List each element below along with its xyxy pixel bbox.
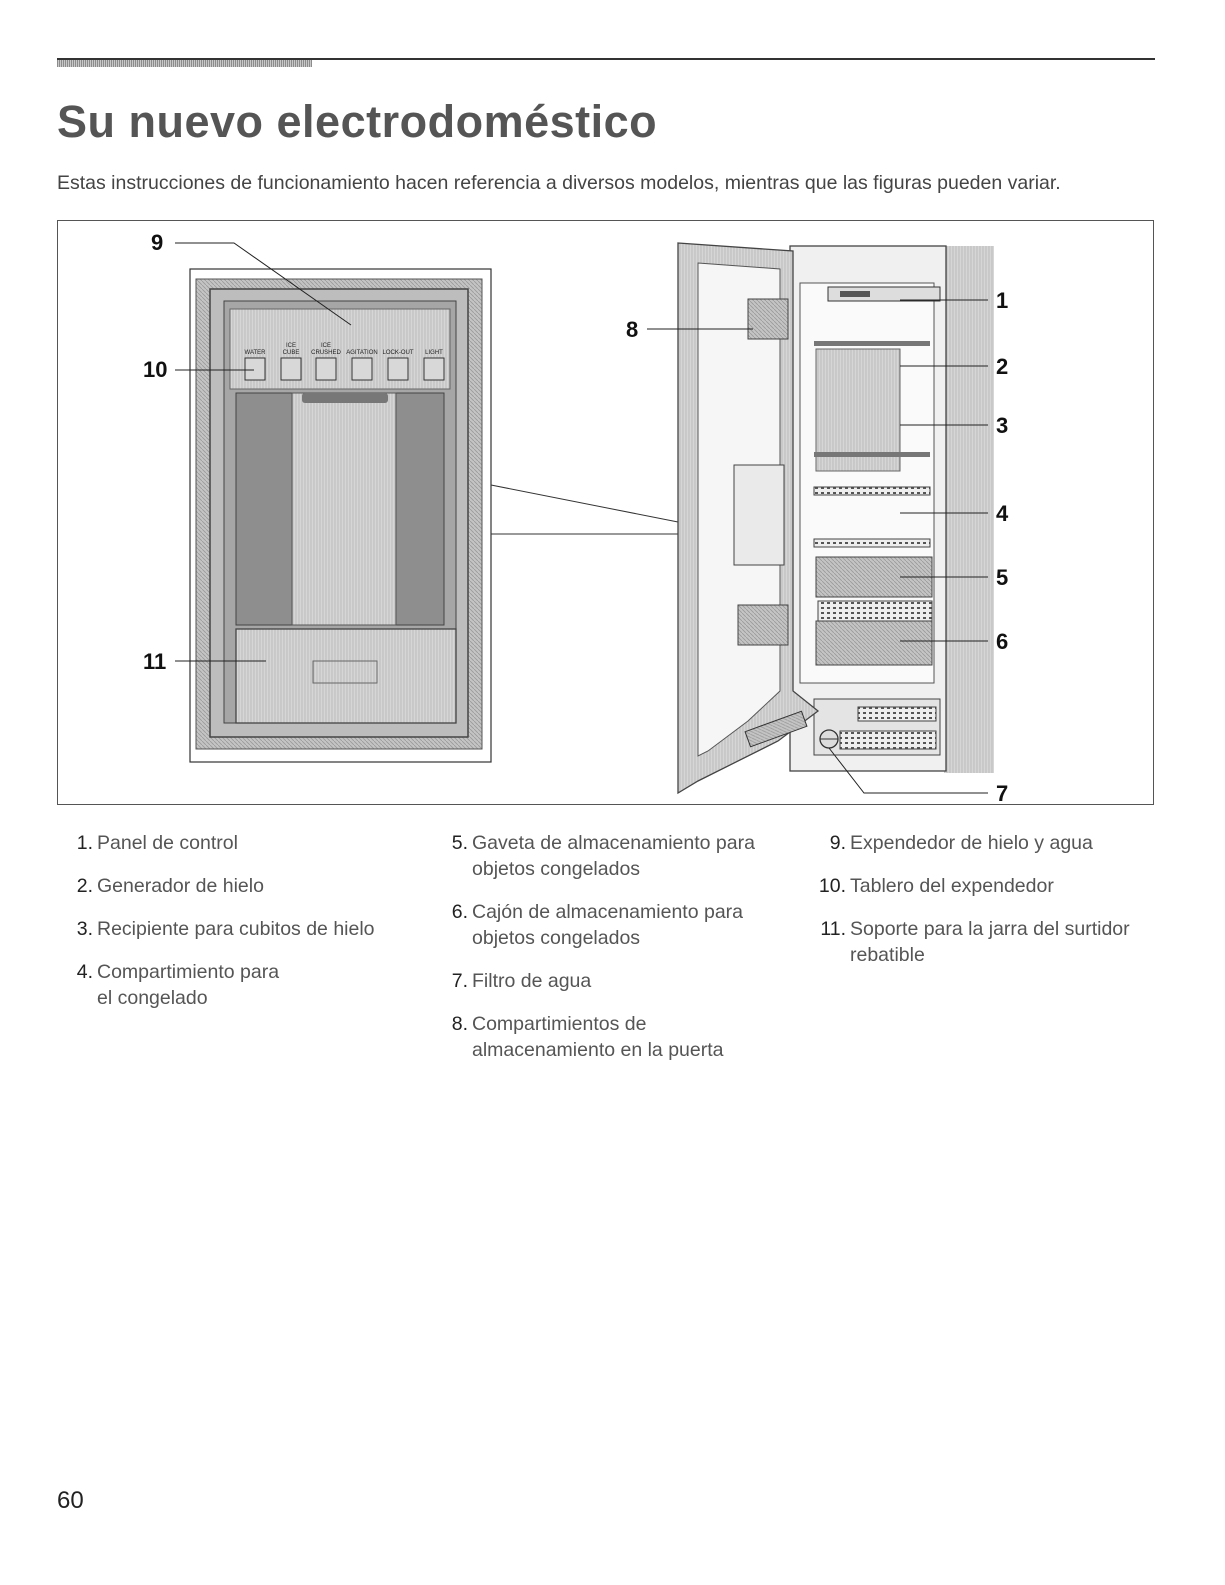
callout-8: 8 <box>626 317 638 342</box>
dispenser-button-label: ICE <box>286 343 296 349</box>
dispenser-detail: WATER ICE CUBE ICE CRUSHED AGITATION LOC… <box>189 268 492 763</box>
dispenser-button-agitation: AGITATION <box>346 350 378 381</box>
dispenser-button-light: LIGHT <box>423 350 445 381</box>
dispenser-button-label: CRUSHED <box>311 350 341 356</box>
dispenser-button-lock-out: LOCK-OUT <box>382 350 414 381</box>
callout-11: 11 <box>143 649 166 674</box>
dispenser-button-label: CUBE <box>283 350 300 356</box>
legend-item: 9.Expendedor de hielo y agua <box>829 832 1093 854</box>
page-title: Su nuevo electrodoméstico <box>57 96 658 147</box>
appliance-figure: WATER ICE CUBE ICE CRUSHED AGITATION LOC… <box>57 220 1154 806</box>
callout-7: 7 <box>996 781 1008 806</box>
intro-text: Estas instrucciones de funcionamiento ha… <box>57 172 1061 194</box>
legend-column-3: 9.Expendedor de hielo y agua 10.Tablero … <box>810 830 1180 985</box>
freezer-illustration <box>677 242 994 795</box>
dispenser-button-label: AGITATION <box>346 350 377 356</box>
dispenser-button-ice-cube: ICE CUBE <box>280 343 302 381</box>
callout-2: 2 <box>996 354 1008 379</box>
dispenser-button-ice-crushed: ICE CRUSHED <box>311 343 342 381</box>
callout-5: 5 <box>996 565 1008 590</box>
dispenser-button-label: WATER <box>245 350 267 356</box>
legend-item: 10.Tablero del expendedor <box>818 875 1054 897</box>
callout-3: 3 <box>996 413 1008 438</box>
header-rule <box>57 58 1155 60</box>
callout-9: 9 <box>151 230 163 255</box>
callout-4: 4 <box>996 501 1009 526</box>
header-hatch-bar <box>57 60 312 67</box>
legend-item: 3.Recipiente para cubitos de hielo <box>76 918 375 940</box>
callout-1: 1 <box>996 288 1008 313</box>
appliance-illustration: WATER ICE CUBE ICE CRUSHED AGITATION LOC… <box>143 230 1009 806</box>
legend-item: 7.Filtro de agua <box>451 970 592 992</box>
dispenser-button-label: LOCK-OUT <box>382 350 413 356</box>
callout-10: 10 <box>143 357 167 382</box>
dispenser-button-label: LIGHT <box>425 350 443 356</box>
page-number: 60 <box>57 1487 84 1514</box>
legend-item: 1.Panel de control <box>76 832 238 854</box>
dispenser-button-label: ICE <box>321 343 331 349</box>
legend-item: 2.Generador de hielo <box>76 875 264 897</box>
dispenser-button-water: WATER <box>244 350 267 381</box>
legend-column-1: 1.Panel de control 2.Generador de hielo … <box>57 830 417 1028</box>
callout-6: 6 <box>996 629 1008 654</box>
callout-leader-lines <box>175 242 988 794</box>
